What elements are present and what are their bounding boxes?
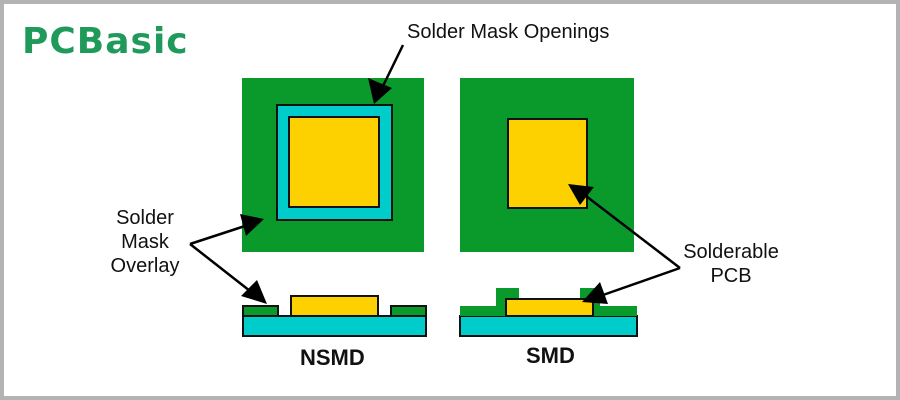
caption-smd: SMD	[526, 343, 575, 368]
arrows	[189, 44, 681, 304]
pcbasic-logo: PCBasic	[22, 21, 189, 62]
label-line: Overlay	[110, 255, 180, 277]
caption-nsmd: NSMD	[300, 345, 365, 370]
label-line: Solderable	[683, 241, 779, 263]
label-line: Solder	[116, 207, 174, 229]
smd-cross-section	[459, 288, 638, 337]
label-solder-mask-overlay: Solder Mask Overlay	[95, 206, 195, 278]
smd-top-view	[460, 78, 634, 252]
label-line: PCB	[710, 265, 752, 287]
nsmd-top-view	[242, 78, 424, 252]
label-solder-mask-openings: Solder Mask Openings	[407, 21, 610, 43]
nsmd-cross-section	[242, 295, 427, 337]
label-solderable-pcb: Solderable PCB	[676, 240, 786, 288]
label-line: Mask	[121, 231, 169, 253]
